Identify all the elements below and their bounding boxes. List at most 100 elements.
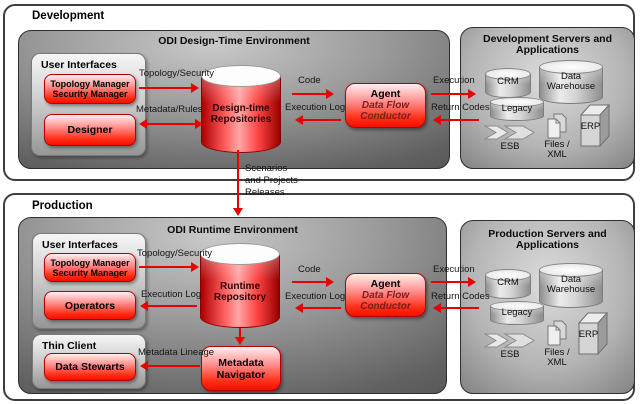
servers-title-line1: Development Servers and — [483, 33, 612, 45]
prod-legacy-database-cylinder: Legacy — [490, 301, 544, 325]
prod-data-warehouse-cylinder: Data Warehouse — [539, 263, 603, 308]
runtime-environment-box: ODI Runtime Environment User Interfaces … — [18, 217, 490, 394]
prod-ui-execution-log-arrow — [140, 301, 197, 311]
production-servers-box: Production Servers and Applications CRM … — [460, 220, 635, 394]
agent-subtitle-line2: Conductor — [360, 300, 411, 312]
servers-title-line2: Applications — [515, 239, 579, 251]
dev-execution-label: Execution — [433, 75, 475, 86]
thin-client-title: Thin Client — [42, 340, 97, 352]
dev-erp-icon: ERP — [579, 103, 611, 148]
topology-security-label: Topology/Security — [139, 68, 214, 79]
runtime-repository-cylinder: Runtime Repository — [200, 243, 280, 328]
prod-esb-icon — [483, 333, 536, 348]
servers-title-line2: Applications — [515, 44, 579, 56]
dev-return-codes-label: Return Codes — [431, 102, 490, 113]
prod-return-codes-label: Return Codes — [431, 291, 490, 302]
dev-agent-box: Agent Data Flow Conductor — [345, 83, 426, 128]
prod-files-xml-icon — [547, 320, 567, 346]
design-time-environment-title: ODI Design-Time Environment — [158, 35, 310, 47]
security-manager-label: Security Manager — [52, 89, 128, 99]
dev-code-label: Code — [298, 75, 321, 86]
prod-topology-security-manager-button: Topology Manager Security Manager — [44, 253, 136, 282]
prod-execution-arrow — [431, 277, 476, 287]
production-section: Production ODI Runtime Environment User … — [3, 193, 635, 401]
thin-client-panel: Thin Client Data Stewarts — [32, 334, 146, 389]
operators-label: Operators — [64, 299, 116, 312]
dev-topology-security-manager-button: Topology Manager Security Manager — [44, 74, 136, 104]
crm-label: CRM — [497, 277, 519, 288]
repo-label-line1: Design-time — [212, 103, 270, 114]
runtime-repository-label: Runtime Repository — [213, 281, 267, 303]
runtime-environment-title: ODI Runtime Environment — [167, 224, 298, 236]
prod-code-label: Code — [298, 264, 321, 275]
data-warehouse-label: Data Warehouse — [546, 274, 596, 295]
cylinder-body — [200, 254, 280, 328]
transfer-line2: and Projects — [245, 175, 298, 186]
legacy-label: Legacy — [501, 103, 533, 114]
designer-button: Designer — [44, 114, 136, 146]
prod-files-xml-label: Files / XML — [544, 347, 570, 368]
metadata-navigator-label-line1: Metadata — [218, 356, 264, 369]
prod-execution-label: Execution — [433, 264, 475, 275]
agent-subtitle-line2: Conductor — [360, 111, 411, 122]
dev-execution-log-arrow — [295, 115, 341, 125]
metadata-rules-arrow — [139, 119, 203, 129]
agent-subtitle-line1: Data Flow — [361, 100, 410, 111]
prod-esb-label: ESB — [500, 349, 520, 360]
data-stewarts-label: Data Stewarts — [55, 361, 125, 373]
repo-to-navigator-arrow — [235, 328, 245, 345]
prod-topology-security-label: Topology/Security — [137, 248, 212, 259]
metadata-navigator-label-line2: Navigator — [216, 368, 266, 381]
metadata-lineage-arrow — [140, 361, 200, 371]
development-servers-title: Development Servers and Applications — [461, 34, 634, 56]
operators-button: Operators — [44, 291, 136, 320]
development-servers-box: Development Servers and Applications CRM… — [460, 27, 635, 169]
topology-security-arrow — [139, 83, 199, 93]
prod-code-arrow — [292, 277, 334, 287]
prod-topology-security-arrow — [139, 262, 199, 272]
dev-erp-label: ERP — [580, 121, 601, 132]
prod-erp-label: ERP — [578, 329, 599, 340]
development-section: Development ODI Design-Time Environment … — [3, 4, 635, 181]
dev-files-xml-icon — [547, 113, 567, 139]
design-time-repositories-label: Design-time Repositories — [201, 103, 281, 125]
data-warehouse-label: Data Warehouse — [546, 71, 596, 92]
dev-legacy-database-cylinder: Legacy — [490, 97, 544, 121]
legacy-label: Legacy — [501, 307, 533, 318]
metadata-navigator-box: Metadata Navigator — [201, 346, 281, 391]
dev-execution-log-label: Execution Log — [285, 102, 346, 113]
metadata-rules-label: Metadata/Rules — [136, 104, 203, 115]
design-time-environment-box: ODI Design-Time Environment User Interfa… — [18, 30, 490, 169]
dev-user-interfaces-title: User Interfaces — [41, 59, 117, 71]
cylinder-top-ellipse — [201, 65, 281, 87]
prod-user-interfaces-panel: User Interfaces Topology Manager Securit… — [32, 233, 146, 329]
metadata-lineage-label: Metadata Lineage — [138, 347, 215, 358]
dev-return-codes-arrow — [433, 115, 479, 125]
dev-files-xml-label: Files / XML — [544, 139, 570, 160]
topology-manager-label: Topology Manager — [50, 79, 130, 89]
dev-user-interfaces-panel: User Interfaces Topology Manager Securit… — [31, 53, 146, 156]
prod-execution-log-label: Execution Log — [285, 291, 346, 302]
design-time-repositories-cylinder: Design-time Repositories — [201, 65, 281, 153]
prod-user-interfaces-title: User Interfaces — [42, 239, 118, 251]
prod-return-codes-arrow — [433, 303, 479, 313]
cylinder-top-ellipse — [200, 243, 280, 265]
transfer-line3: Releases — [245, 187, 285, 198]
dev-code-arrow — [292, 89, 334, 99]
transfer-line1: Scenarios — [245, 163, 288, 174]
designer-label: Designer — [67, 124, 113, 136]
production-servers-title: Production Servers and Applications — [461, 229, 634, 251]
agent-title: Agent — [370, 88, 401, 100]
development-section-label: Development — [32, 10, 105, 22]
scenarios-transfer-arrow — [233, 150, 243, 216]
production-section-label: Production — [32, 200, 93, 212]
prod-crm-database-cylinder: CRM — [485, 269, 531, 299]
dev-crm-database-cylinder: CRM — [485, 68, 531, 98]
topology-manager-label: Topology Manager — [50, 257, 130, 268]
prod-agent-box: Agent Data Flow Conductor — [345, 273, 426, 317]
prod-ui-execution-log-label: Execution Log — [141, 289, 202, 300]
dev-esb-label: ESB — [500, 141, 520, 152]
repo-label-line2: Repositories — [210, 114, 272, 125]
dev-execution-arrow — [431, 89, 476, 99]
